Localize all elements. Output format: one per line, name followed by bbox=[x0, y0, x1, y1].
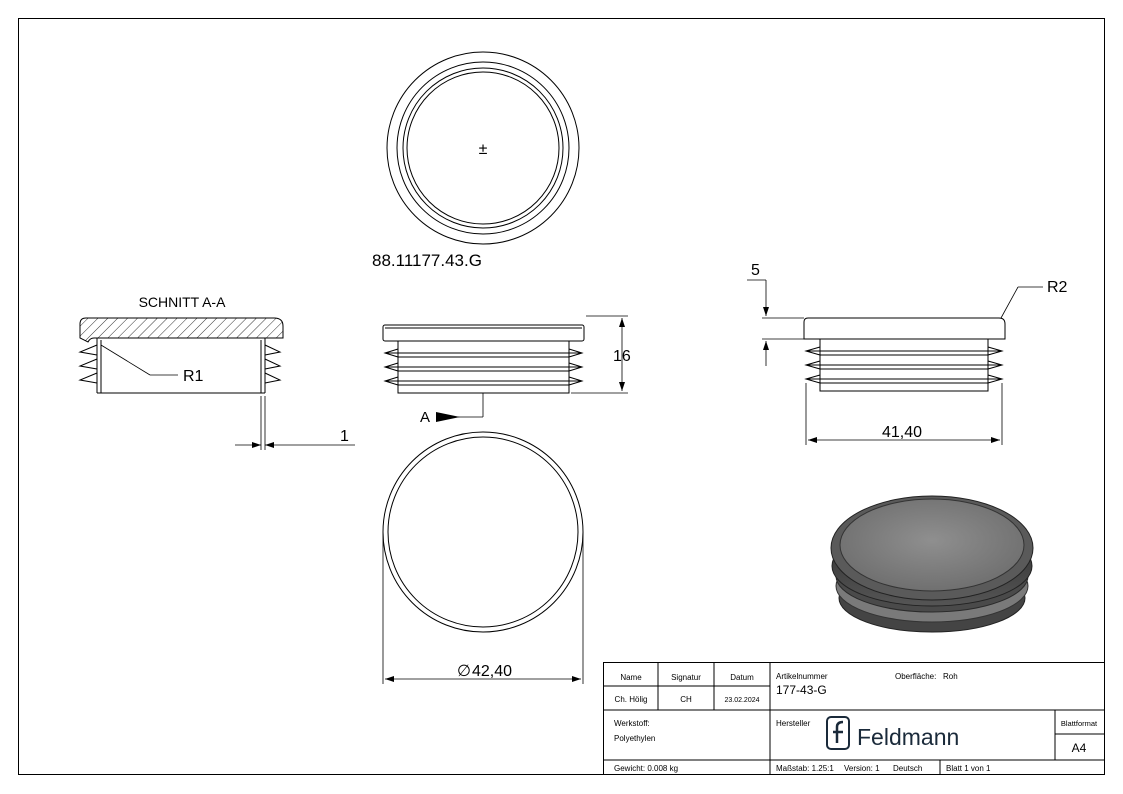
tb-name-value: Ch. Hölig bbox=[615, 695, 648, 704]
tb-blattformat-value: A4 bbox=[1072, 741, 1087, 755]
tb-massstab: Maßstab: 1.25:1 bbox=[776, 764, 834, 773]
tb-datum-value: 23.02.2024 bbox=[724, 697, 759, 704]
tb-hersteller-label: Hersteller bbox=[776, 719, 811, 728]
section-title: SCHNITT A-A bbox=[139, 294, 227, 310]
tb-oberflaeche-label: Oberfläche: bbox=[895, 672, 936, 681]
section-marker: A bbox=[420, 409, 430, 426]
logo-text: Feldmann bbox=[857, 724, 959, 750]
section-view: SCHNITT A-A R1 1 bbox=[78, 294, 355, 450]
top-view-center-mark: ± bbox=[479, 141, 488, 158]
top-view: ± bbox=[386, 51, 580, 245]
dim-wall: 1 bbox=[340, 428, 349, 445]
dim-r1: R1 bbox=[183, 368, 204, 385]
dim-diameter-symbol: ∅ bbox=[457, 663, 471, 680]
sheet-border bbox=[18, 18, 1105, 775]
tb-blattformat-label: Blattformat bbox=[1061, 719, 1098, 728]
bottom-view: ∅ 42,40 bbox=[382, 431, 584, 684]
dim-diameter: 42,40 bbox=[472, 663, 512, 680]
dim-top: 5 bbox=[751, 262, 760, 279]
tb-werkstoff-value: Polyethylen bbox=[614, 734, 655, 743]
dim-width: 41,40 bbox=[882, 424, 922, 441]
front-view: 16 A bbox=[382, 315, 631, 426]
side-view: R2 5 41,40 bbox=[747, 262, 1068, 445]
tb-signatur-header: Signatur bbox=[671, 673, 701, 682]
tb-blatt: Blatt 1 von 1 bbox=[946, 764, 991, 773]
part-number-label: 88.11177.43.G bbox=[372, 251, 482, 270]
cap-3d-render bbox=[830, 495, 1034, 633]
tb-datum-header: Datum bbox=[730, 673, 754, 682]
feldmann-logo: Feldmann bbox=[826, 716, 959, 750]
tb-version: Version: 1 bbox=[844, 764, 880, 773]
tb-name-header: Name bbox=[620, 673, 642, 682]
tb-gewicht: Gewicht: 0.008 kg bbox=[614, 764, 678, 773]
tb-artikel-label: Artikelnummer bbox=[776, 672, 828, 681]
tb-werkstoff-label: Werkstoff: bbox=[614, 719, 650, 728]
dim-r2: R2 bbox=[1047, 279, 1068, 296]
dim-height: 16 bbox=[613, 348, 631, 365]
tb-signatur-value: CH bbox=[680, 695, 692, 704]
tb-artikel-value: 177-43-G bbox=[776, 683, 827, 697]
tb-sprache: Deutsch bbox=[893, 764, 922, 773]
tb-oberflaeche-value: Roh bbox=[943, 672, 958, 681]
title-block: Name Signatur Datum Ch. Hölig CH 23.02.2… bbox=[603, 662, 1105, 775]
